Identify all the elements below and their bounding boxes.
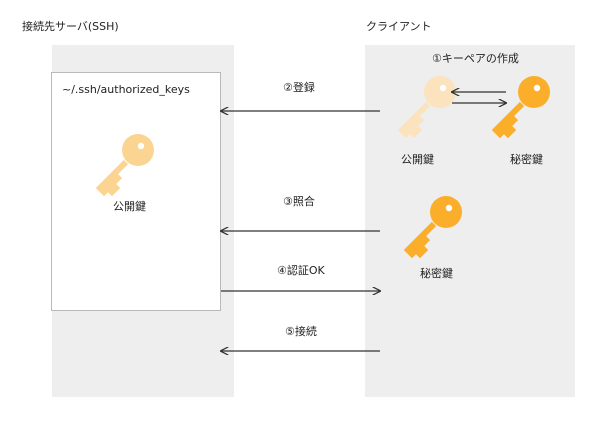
client-title: クライアント	[366, 20, 432, 33]
connect-step-label: ⑤接続	[285, 325, 317, 338]
authorized-keys-box	[51, 72, 221, 311]
verify-step-label: ③照合	[283, 195, 315, 208]
client-private-key-label: 秘密鍵	[510, 153, 543, 166]
keypair-creation-label: ①キーペアの作成	[432, 52, 519, 65]
server-public-key-icon	[100, 134, 154, 192]
authorized-keys-filename: ~/.ssh/authorized_keys	[62, 83, 190, 96]
client-private-key-verify-label: 秘密鍵	[420, 267, 453, 280]
auth-ok-step-label: ④認証OK	[277, 264, 325, 277]
register-step-label: ②登録	[283, 81, 315, 94]
server-title: 接続先サーバ(SSH)	[22, 20, 119, 33]
server-public-key-label: 公開鍵	[113, 200, 146, 213]
client-public-key-label: 公開鍵	[401, 153, 434, 166]
